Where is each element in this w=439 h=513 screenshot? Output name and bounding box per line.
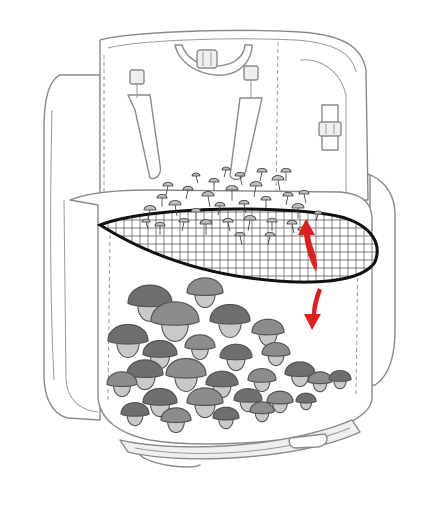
- strap-buckle-left: [129, 69, 145, 85]
- mushroom-icon: [271, 175, 285, 191]
- shoulder-straps: [127, 65, 342, 181]
- mushroom-icon: [186, 387, 224, 418]
- mushroom-icon: [238, 199, 250, 214]
- mushroom-icon: [282, 191, 294, 206]
- mushroom-icon: [186, 277, 224, 308]
- mushroom-icon: [160, 407, 192, 434]
- mushroom-icon: [208, 177, 220, 191]
- mushroom-icon: [150, 301, 200, 342]
- mushrooms-on-shelf: [141, 166, 323, 246]
- mushroom-icon: [191, 172, 201, 184]
- mushroom-icon: [209, 303, 251, 338]
- mushroom-icon: [221, 166, 231, 178]
- mushroom-icon: [291, 203, 305, 219]
- mushroom-icon: [168, 200, 182, 216]
- mushroom-icon: [222, 217, 234, 232]
- side-buckle: [318, 121, 342, 137]
- mushroom-icon: [266, 390, 294, 414]
- mushroom-icon: [266, 217, 278, 231]
- mushroom-icon: [154, 221, 166, 235]
- mushroom-icon: [284, 361, 316, 388]
- mushroom-icon: [261, 341, 291, 367]
- mushroom-icon: [328, 369, 352, 390]
- top-handle: [174, 44, 253, 76]
- mushroom-icon: [162, 181, 174, 196]
- mushroom-icon: [156, 193, 168, 207]
- double-headed-arrow-icon: [298, 219, 322, 330]
- mushroom-icon: [298, 189, 310, 204]
- mushroom-icon: [107, 323, 149, 358]
- mushroom-icon: [141, 218, 151, 230]
- strap-buckle-right: [243, 65, 259, 81]
- mushroom-icon: [251, 318, 285, 346]
- upper-compartment: [99, 29, 369, 201]
- mushroom-icon: [201, 191, 215, 207]
- bag-base: [119, 419, 361, 468]
- mushroom-icon: [249, 401, 275, 423]
- mushroom-icon: [212, 406, 240, 430]
- mushroom-icon: [214, 201, 226, 216]
- mushroom-icon: [190, 207, 202, 221]
- mushroom-icon: [184, 334, 216, 361]
- mushroom-icon: [307, 371, 333, 393]
- mushroom-icon: [280, 167, 292, 181]
- back-panel: [43, 74, 396, 421]
- mushroom-icon: [264, 231, 276, 246]
- mushroom-icon: [142, 388, 178, 417]
- mushroom-icon: [165, 357, 207, 392]
- mushroom-icon: [234, 231, 246, 246]
- mushroom-icon: [234, 171, 246, 186]
- mushroom-icon: [260, 195, 272, 209]
- mushroom-icon: [256, 167, 268, 182]
- mushroom-icon: [219, 343, 253, 371]
- mushroom-icon: [249, 181, 263, 197]
- mushroom-icon: [199, 219, 213, 235]
- mushroom-icon: [313, 210, 323, 222]
- mushroom-icon: [247, 367, 277, 393]
- mushrooms-lower-compartment: [106, 277, 352, 434]
- mushroom-icon: [295, 392, 317, 411]
- mushroom-icon: [286, 219, 298, 234]
- mushroom-icon: [243, 215, 257, 231]
- mushroom-icon: [225, 185, 239, 201]
- mushroom-icon: [182, 185, 194, 200]
- mushroom-icon: [106, 371, 138, 398]
- mushroom-icon: [178, 217, 190, 232]
- mushroom-icon: [126, 359, 164, 390]
- mushroom-icon: [120, 401, 150, 427]
